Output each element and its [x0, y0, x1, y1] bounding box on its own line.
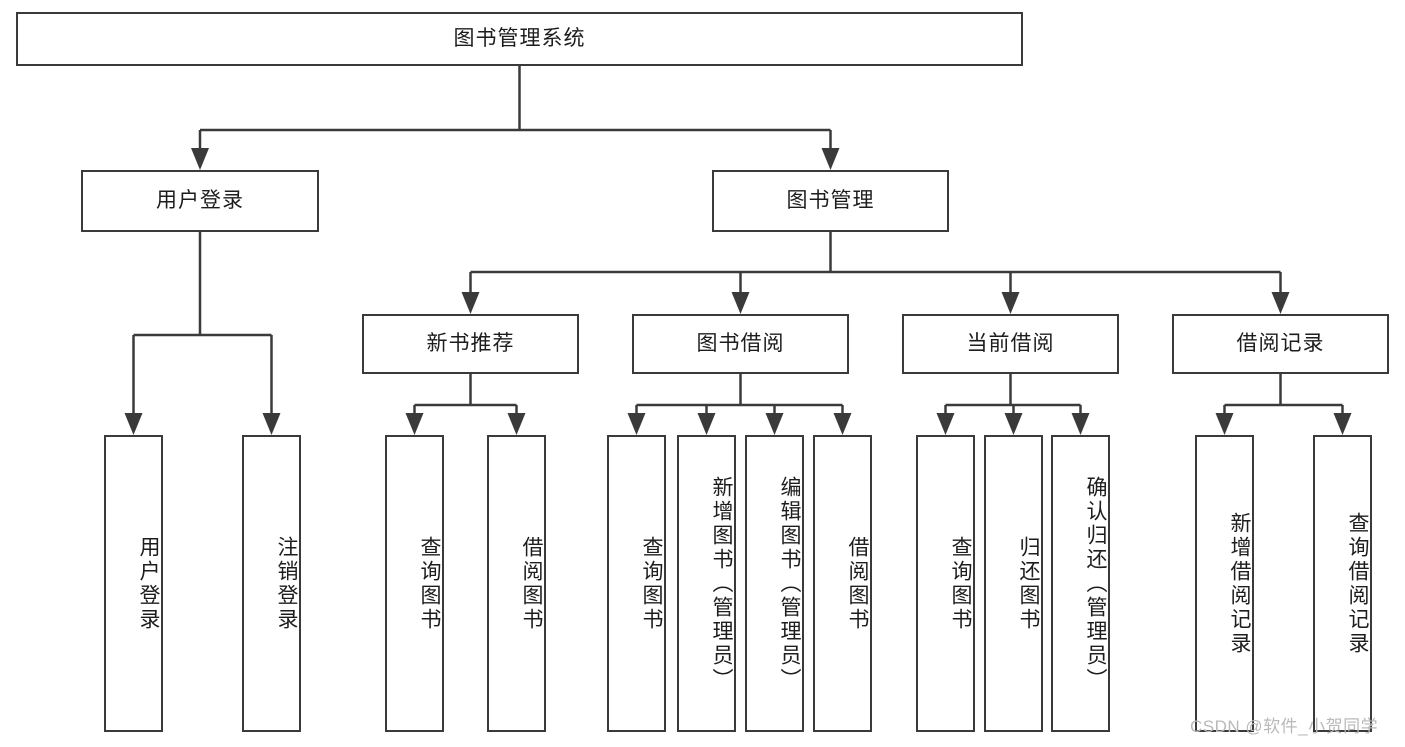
node-leaf_4[interactable]: 查询图书 — [607, 435, 666, 732]
edge-arrowhead — [461, 292, 480, 314]
node-leaf_8[interactable]: 查询图书 — [916, 435, 975, 732]
node-label: 新增借阅记录 — [1228, 511, 1251, 656]
node-leaf_9[interactable]: 归还图书 — [984, 435, 1043, 732]
node-leaf_10[interactable]: 确认归还（管理员） — [1051, 435, 1110, 732]
node-label: 图书借阅 — [696, 332, 785, 356]
node-label: 查询图书 — [418, 535, 441, 632]
node-label: 用户登录 — [156, 189, 244, 213]
node-l2_1[interactable]: 图书借阅 — [632, 314, 849, 374]
node-leaf_1[interactable]: 注销登录 — [242, 435, 301, 732]
node-l2_0[interactable]: 新书推荐 — [362, 314, 579, 374]
edge-arrowhead — [936, 413, 955, 435]
edge-arrowhead — [1215, 413, 1234, 435]
node-label: 新书推荐 — [426, 332, 515, 356]
edge-arrowhead — [1071, 413, 1090, 435]
edge-arrowhead — [697, 413, 716, 435]
node-label: 新增图书（管理员） — [710, 475, 733, 692]
edge-arrowhead — [1333, 413, 1352, 435]
node-label: 查询借阅记录 — [1346, 511, 1369, 656]
edge-arrowhead — [507, 413, 526, 435]
node-leaf_12[interactable]: 查询借阅记录 — [1313, 435, 1372, 732]
node-label: 确认归还（管理员） — [1084, 475, 1107, 692]
node-leaf_5[interactable]: 新增图书（管理员） — [677, 435, 736, 732]
edge-arrowhead — [765, 413, 784, 435]
node-label: 图书管理系统 — [453, 27, 586, 51]
edge-arrowhead — [262, 413, 281, 435]
node-label: 查询图书 — [949, 535, 972, 632]
node-leaf_3[interactable]: 借阅图书 — [487, 435, 546, 732]
edge-arrowhead — [191, 148, 209, 170]
node-label: 借阅图书 — [846, 535, 869, 632]
edge-arrowhead — [833, 413, 852, 435]
node-leaf_6[interactable]: 编辑图书（管理员） — [745, 435, 804, 732]
node-leaf_11[interactable]: 新增借阅记录 — [1195, 435, 1254, 732]
node-label: 图书管理 — [786, 189, 875, 213]
node-label: 编辑图书（管理员） — [778, 475, 801, 692]
node-l2_3[interactable]: 借阅记录 — [1172, 314, 1389, 374]
node-label: 借阅记录 — [1236, 332, 1325, 356]
edge-arrowhead — [627, 413, 646, 435]
node-label: 查询图书 — [640, 535, 663, 632]
node-leaf_7[interactable]: 借阅图书 — [813, 435, 872, 732]
edge-arrowhead — [1001, 292, 1020, 314]
node-leaf_0[interactable]: 用户登录 — [104, 435, 163, 732]
node-root[interactable]: 图书管理系统 — [16, 12, 1023, 66]
node-label: 注销登录 — [275, 535, 298, 632]
edge-arrowhead — [1004, 413, 1023, 435]
node-label: 归还图书 — [1017, 535, 1040, 632]
edge-arrowhead — [731, 292, 750, 314]
edge-arrowhead — [405, 413, 424, 435]
node-l2_2[interactable]: 当前借阅 — [902, 314, 1119, 374]
edge-arrowhead — [1271, 292, 1290, 314]
node-label: 当前借阅 — [966, 332, 1055, 356]
node-label: 借阅图书 — [520, 535, 543, 632]
edge-arrowhead — [821, 148, 840, 170]
watermark: CSDN @软件_小贺同学 — [1190, 717, 1379, 736]
edge-arrowhead — [124, 413, 143, 435]
node-label: 用户登录 — [137, 535, 160, 632]
node-l1_1[interactable]: 图书管理 — [712, 170, 949, 232]
node-leaf_2[interactable]: 查询图书 — [385, 435, 444, 732]
node-l1_0[interactable]: 用户登录 — [81, 170, 319, 232]
